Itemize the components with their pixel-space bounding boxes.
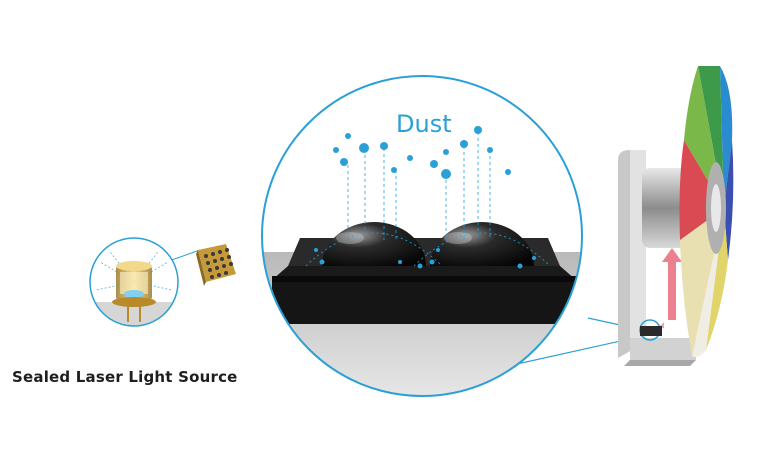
- color-wheel-assembly: [618, 66, 734, 366]
- sealed-laser-inset: [89, 237, 179, 327]
- dust-particles: [314, 126, 536, 269]
- sealed-laser-caption: Sealed Laser Light Source: [12, 368, 238, 386]
- dust-label: Dust: [396, 110, 452, 138]
- color-wheel-icon: [679, 66, 734, 358]
- laser-diode-icon: [112, 261, 156, 322]
- led-chip-array-icon: [196, 244, 236, 286]
- magnified-lens-view: Dust: [261, 75, 583, 397]
- lens-dome-right: [430, 222, 534, 266]
